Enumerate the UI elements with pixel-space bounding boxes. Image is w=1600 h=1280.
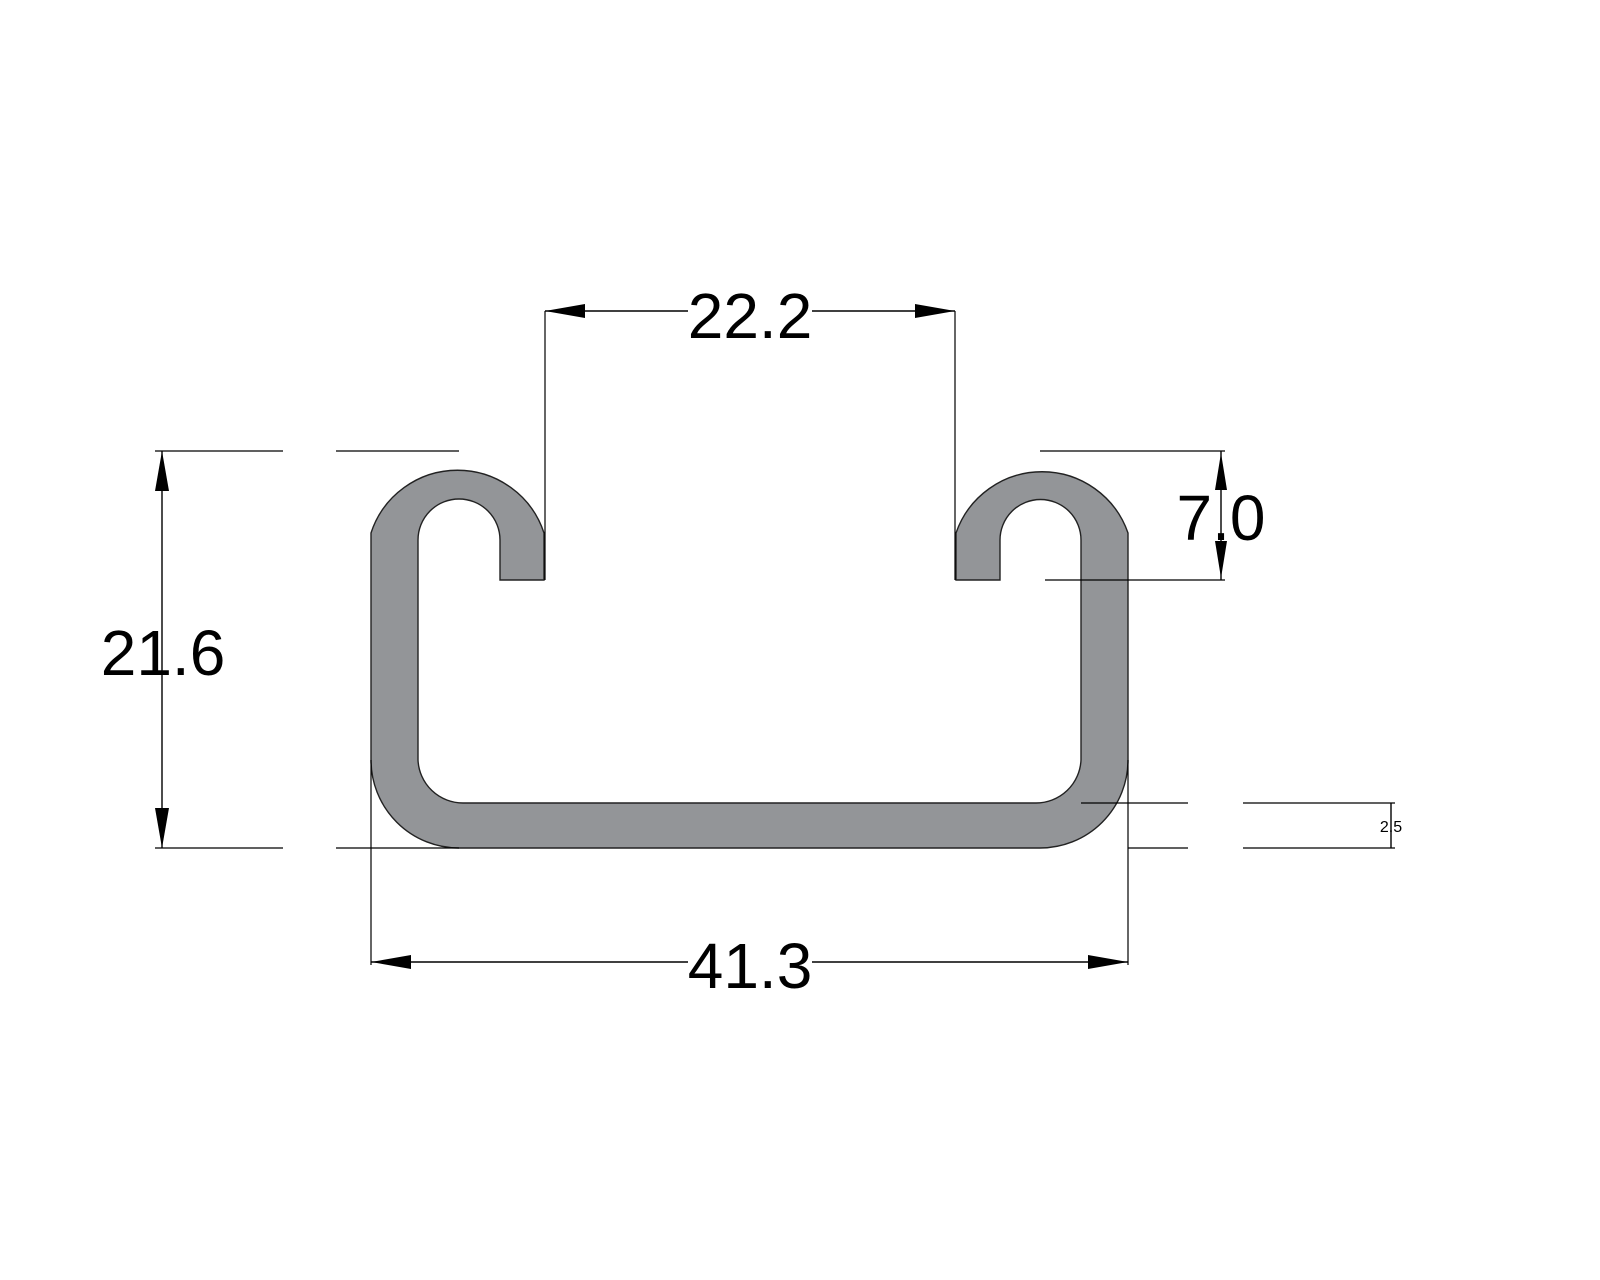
channel-profile-shape [370, 469, 1129, 849]
arrowhead-top [155, 451, 169, 491]
slot-opening-label: 22.2 [688, 280, 813, 352]
arrowhead-bottom [1215, 541, 1227, 578]
overall-width-dimension: 41.3 [370, 760, 1129, 1002]
overall-width-label: 41.3 [688, 930, 813, 1002]
wall-thickness-dimension: 2.5 [1081, 802, 1402, 849]
overall-height-dimension: 21.6 [101, 450, 459, 849]
overall-height-label: 21.6 [101, 617, 226, 689]
lip-depth-dimension: 7.0 [1040, 450, 1266, 581]
arrowhead-left [545, 304, 585, 318]
arrowhead-right [915, 304, 955, 318]
arrowhead-top [1215, 453, 1227, 490]
wall-thickness-label: 2.5 [1380, 819, 1402, 836]
slot-opening-dimension: 22.2 [544, 280, 956, 580]
arrowhead-bottom [155, 808, 169, 848]
arrowhead-left [371, 955, 411, 969]
arrowhead-right [1088, 955, 1128, 969]
lip-depth-label: 7.0 [1177, 482, 1266, 554]
